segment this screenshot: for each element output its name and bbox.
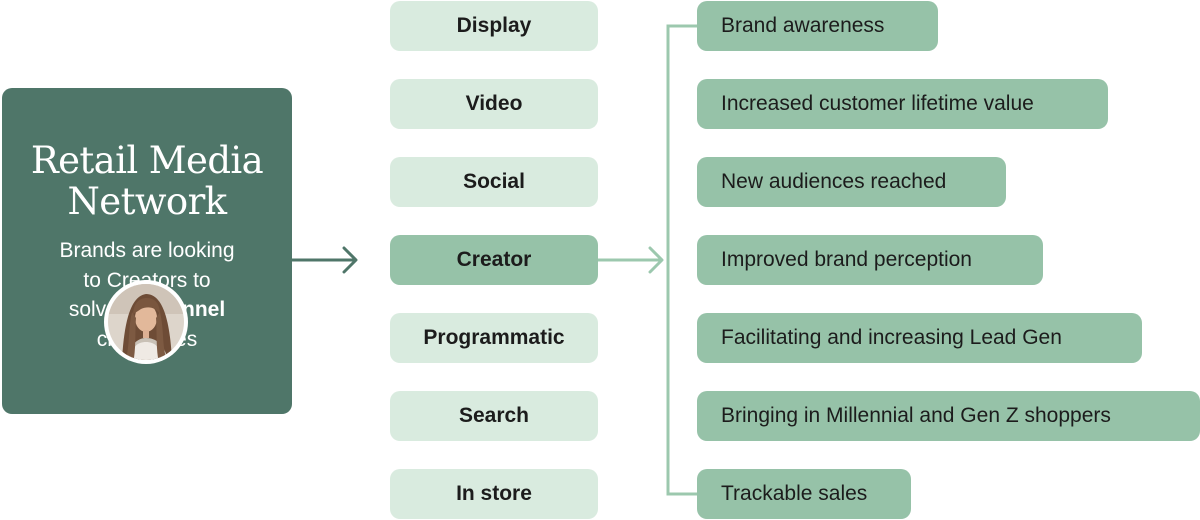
outcome-new-audiences: New audiences reached [697, 157, 1006, 207]
channel-programmatic: Programmatic [390, 313, 598, 363]
outcome-brand-awareness: Brand awareness [697, 1, 938, 51]
outcome-brand-perception: Improved brand perception [697, 235, 1043, 285]
outcome-trackable-sales: Trackable sales [697, 469, 911, 519]
channel-in-store: In store [390, 469, 598, 519]
card-title-line: Network [67, 180, 228, 223]
arrow-right-icon [342, 246, 358, 274]
card-title-line: Retail Media [30, 139, 264, 182]
channel-creator: Creator [390, 235, 598, 285]
card-title: Retail Media Network [2, 140, 292, 222]
outcome-customer-lifetime-value: Increased customer lifetime value [697, 79, 1108, 129]
outcome-millennial-gen-z: Bringing in Millennial and Gen Z shopper… [697, 391, 1200, 441]
channel-display: Display [390, 1, 598, 51]
creator-avatar [104, 280, 188, 364]
channel-social: Social [390, 157, 598, 207]
subtitle-line: Brands are looking [59, 239, 235, 262]
channel-video: Video [390, 79, 598, 129]
creator-avatar-image [108, 284, 184, 360]
retail-media-network-card: Retail Media Network Brands are looking … [2, 88, 292, 414]
arrow-right-icon [648, 246, 664, 274]
channel-search: Search [390, 391, 598, 441]
outcome-lead-gen: Facilitating and increasing Lead Gen [697, 313, 1142, 363]
outcomes-bracket [666, 24, 697, 496]
